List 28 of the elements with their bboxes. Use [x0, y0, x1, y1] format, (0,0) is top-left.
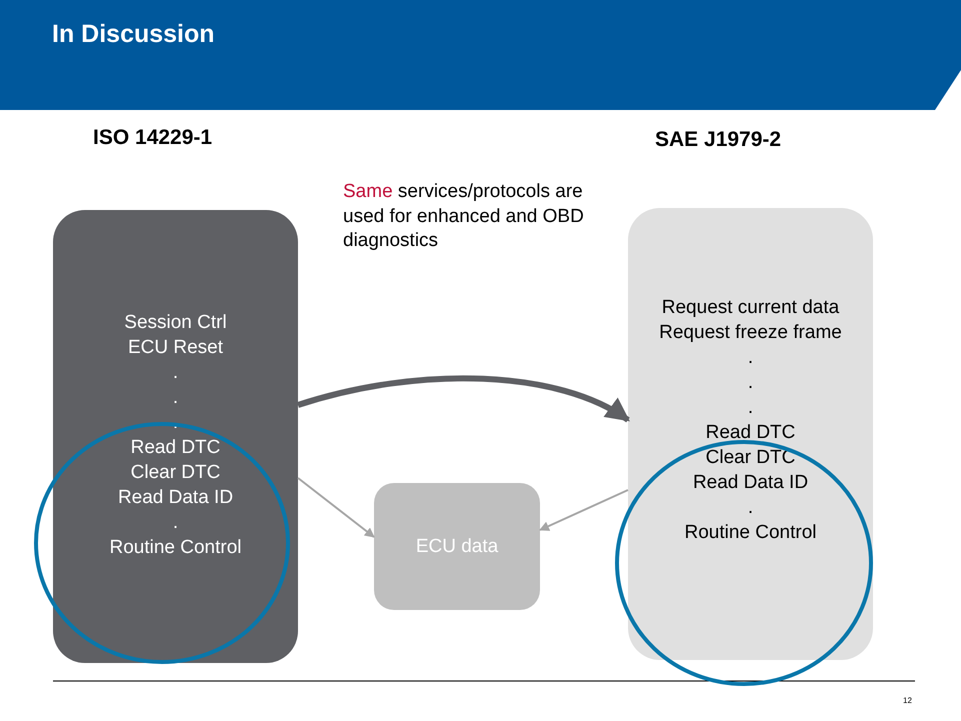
- section-heading: SAE J1979-2: [655, 128, 782, 152]
- service-name: Request current data: [662, 296, 840, 320]
- service-name: .: [172, 511, 178, 535]
- service-name: .: [172, 386, 178, 410]
- service-name: .: [172, 361, 178, 385]
- service-name: Read Data ID: [118, 486, 234, 510]
- service-name: Routine Control: [684, 521, 817, 545]
- service-name: Routine Control: [109, 536, 242, 560]
- service-name: Clear DTC: [130, 461, 220, 485]
- service-name: ECU Reset: [128, 336, 224, 360]
- service-name: Session Ctrl: [124, 311, 227, 335]
- arrow: [539, 489, 628, 531]
- page-number: 12: [903, 696, 913, 706]
- service-name: Read DTC: [130, 436, 220, 460]
- data-box: [374, 483, 540, 610]
- arrow: [297, 375, 630, 423]
- service-name: .: [748, 396, 754, 420]
- service-name: .: [748, 346, 754, 370]
- section-heading: ISO 14229-1: [93, 126, 212, 150]
- arrow: [297, 477, 375, 538]
- service-name: .: [748, 371, 754, 395]
- note-text: Same services/protocols are used for enhanced and OBD diagnostics: [343, 180, 585, 254]
- slide-title: In Discussion: [52, 20, 215, 49]
- service-name: Read Data ID: [692, 471, 808, 495]
- service-name: Request freeze frame: [659, 321, 842, 345]
- service-name: .: [748, 496, 754, 520]
- box-label: ECU data: [416, 535, 498, 559]
- service-name: Read DTC: [706, 421, 796, 445]
